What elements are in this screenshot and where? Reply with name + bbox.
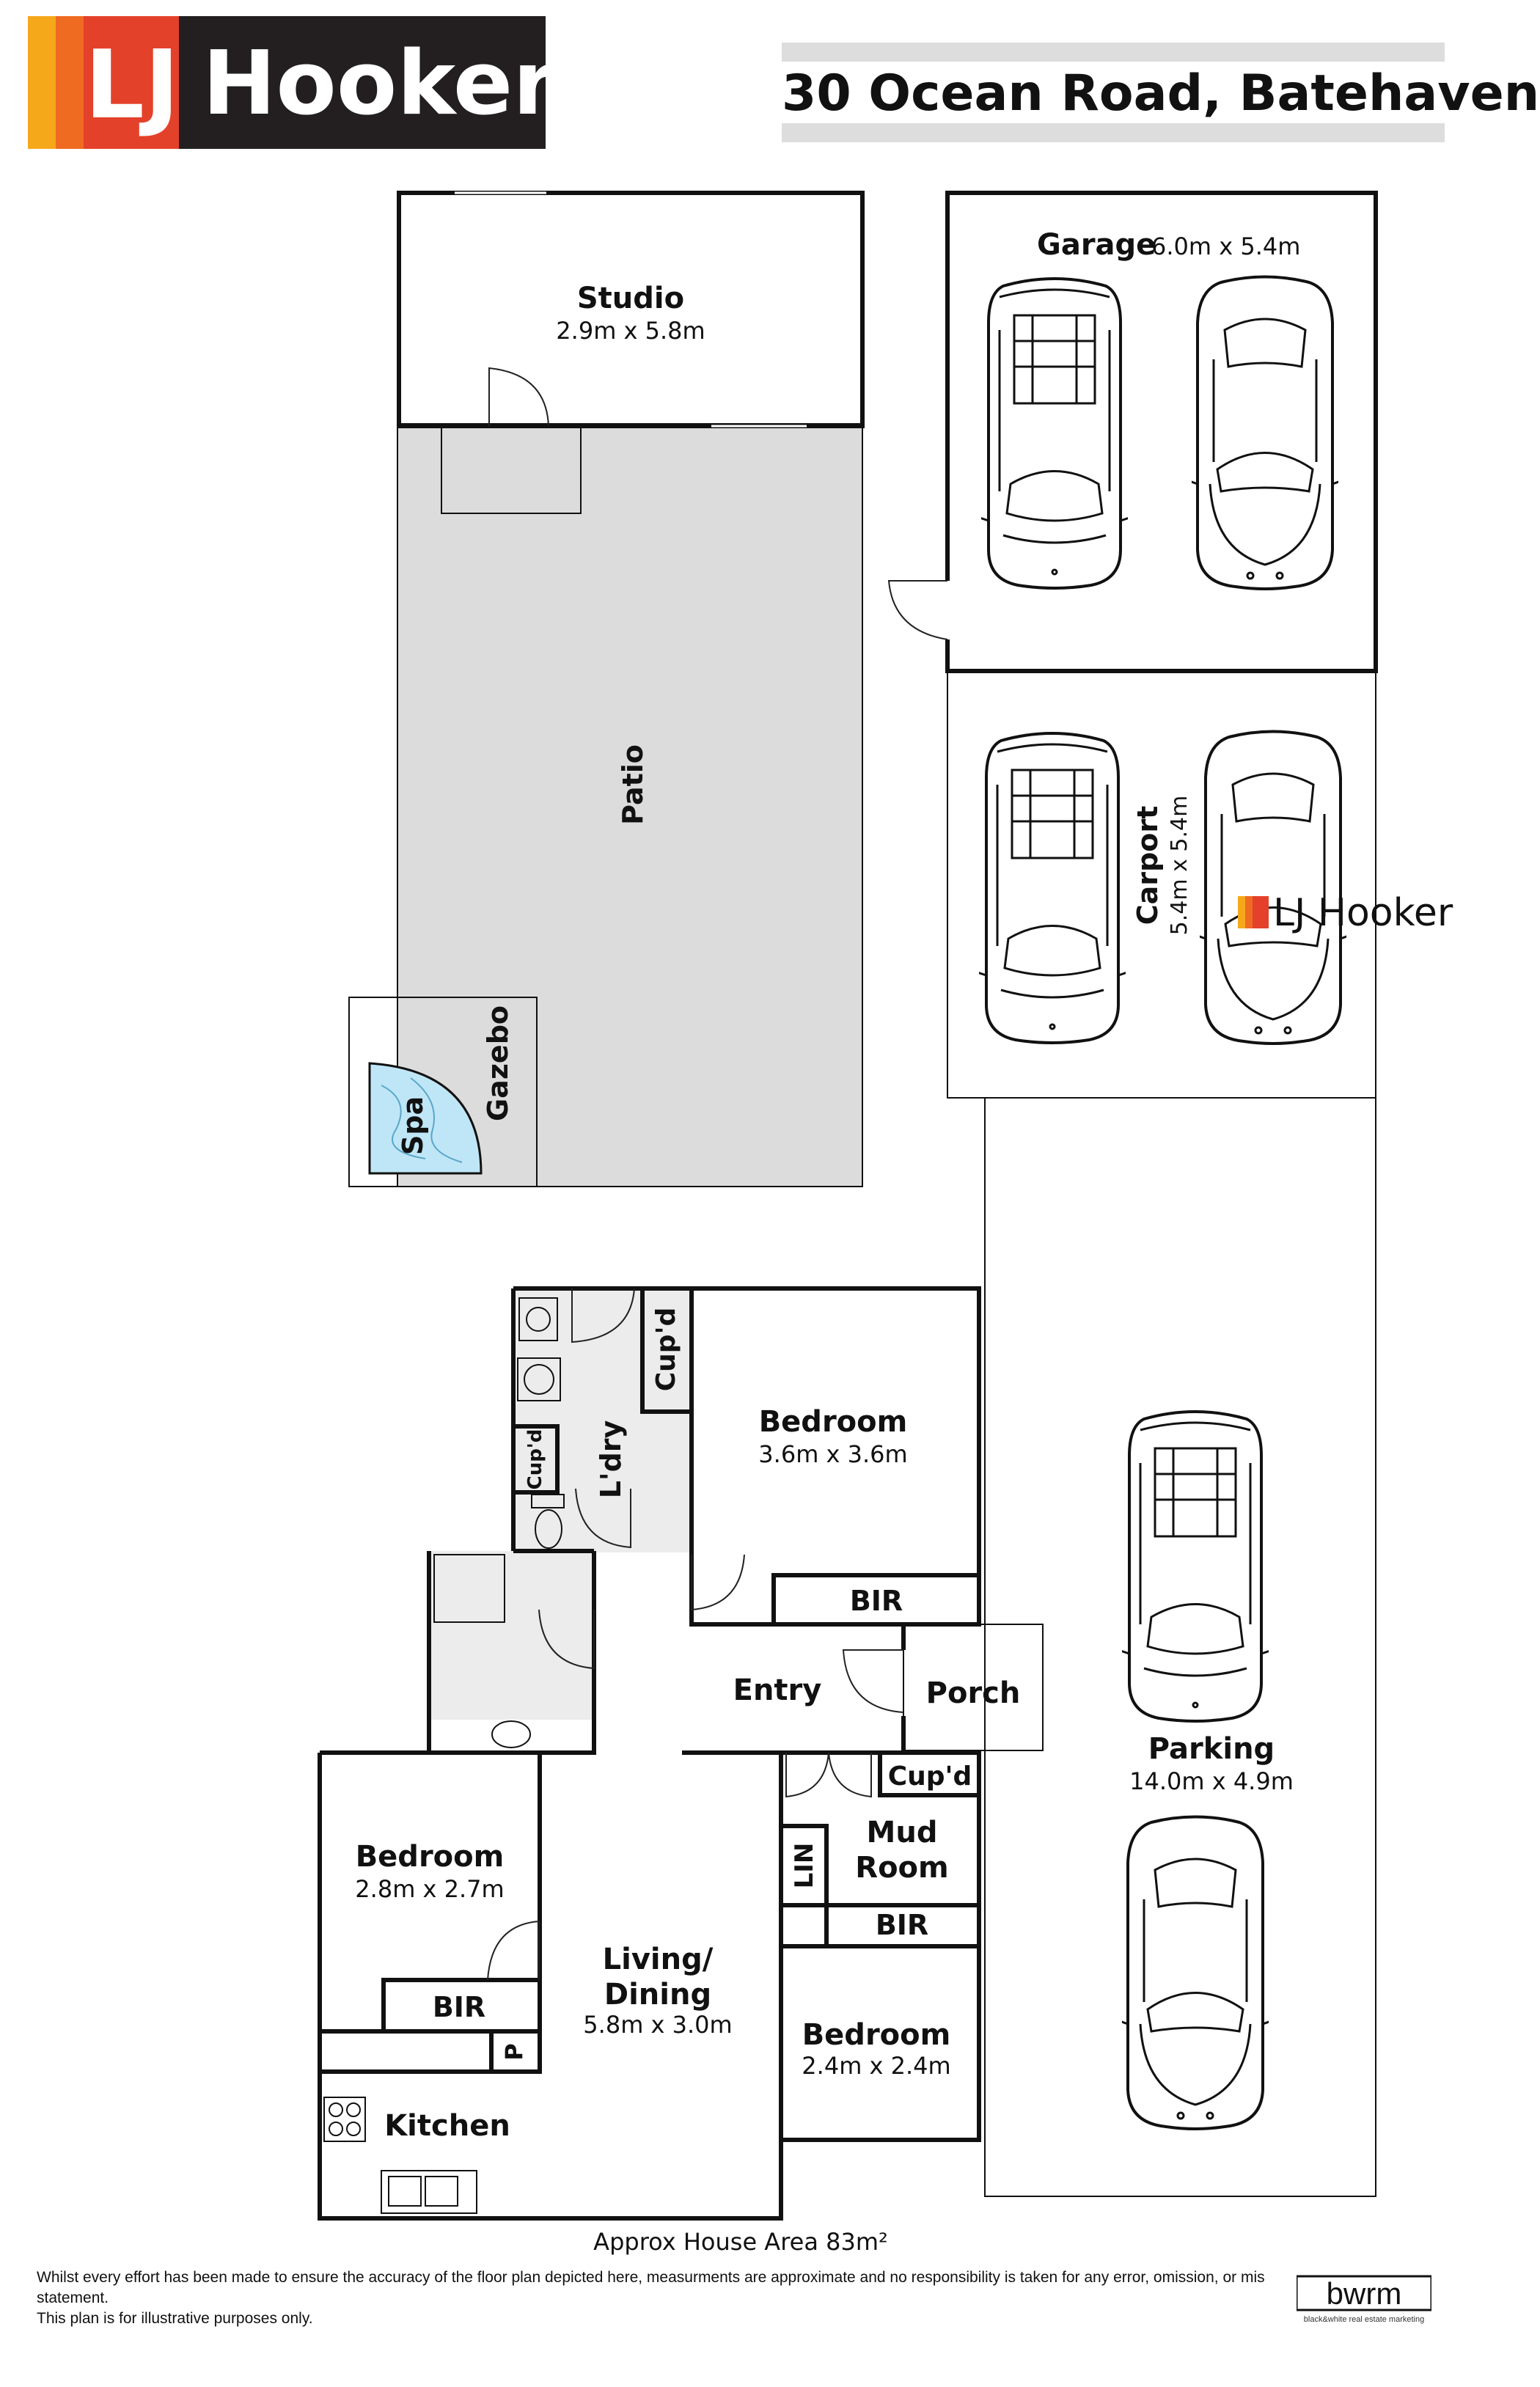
entry-label: Entry bbox=[733, 1673, 822, 1707]
spa-label: Spa bbox=[397, 1096, 429, 1155]
bwrm-logo[interactable]: bwrm black&white real estate marketing bbox=[1295, 2273, 1433, 2325]
bedroom1-label: Bedroom bbox=[759, 1405, 908, 1439]
carport-size: 5.4m x 5.4m bbox=[1167, 796, 1192, 936]
cupd-mud-label: Cup'd bbox=[888, 1761, 972, 1792]
pantry-label: P bbox=[500, 2043, 528, 2060]
patio-label: Patio bbox=[617, 744, 649, 825]
cupd-laundry-label: Cup'd bbox=[651, 1308, 681, 1392]
cupd-small-label: Cup'd bbox=[524, 1429, 546, 1490]
gazebo-label: Gazebo bbox=[482, 1005, 514, 1121]
parking-area bbox=[984, 1097, 1376, 2197]
house-area-text: Approx House Area 83m² bbox=[593, 2228, 888, 2256]
watermark-text: LJ Hooker bbox=[1273, 891, 1453, 935]
bedroom3-size: 2.4m x 2.4m bbox=[802, 2052, 950, 2080]
bir1-label: BIR bbox=[850, 1585, 903, 1617]
garage-size: 6.0m x 5.4m bbox=[1151, 232, 1300, 260]
parking-car-bottom bbox=[1122, 1815, 1269, 2130]
bwrm-logo-text: bwrm bbox=[1327, 2276, 1402, 2311]
kitchen-label: Kitchen bbox=[384, 2109, 510, 2143]
bedroom2-size: 2.8m x 2.7m bbox=[355, 1875, 504, 1903]
living-label-2: Dining bbox=[604, 1978, 711, 2012]
watermark-logo: LJ Hooker bbox=[1238, 891, 1453, 935]
bedroom1-size: 3.6m x 3.6m bbox=[758, 1440, 907, 1468]
studio-room bbox=[397, 191, 865, 428]
bir2-label: BIR bbox=[433, 1991, 485, 2023]
studio-label: Studio bbox=[577, 282, 684, 315]
address-title: 30 Ocean Road, Batehaven bbox=[782, 65, 1539, 122]
parking-label: Parking bbox=[1148, 1732, 1275, 1766]
bedroom3-label: Bedroom bbox=[802, 2018, 951, 2052]
lin-label: LIN bbox=[790, 1843, 819, 1889]
carport-label: Carport bbox=[1132, 806, 1164, 925]
living-label: Living/ bbox=[603, 1943, 714, 1976]
bwrm-tagline: black&white real estate marketing bbox=[1304, 2315, 1424, 2324]
mud-room-label: Mud bbox=[867, 1816, 938, 1849]
patio-area bbox=[348, 423, 863, 1187]
logo-lj-text: LJ bbox=[84, 31, 179, 140]
studio-size: 2.9m x 5.8m bbox=[556, 317, 705, 345]
garage-car-right bbox=[1192, 275, 1338, 590]
garage-room bbox=[887, 191, 1378, 673]
porch-label: Porch bbox=[926, 1676, 1021, 1710]
garage-car-left bbox=[981, 277, 1128, 590]
carport-car-left bbox=[979, 732, 1126, 1044]
parking-car-top bbox=[1122, 1410, 1269, 1723]
bedroom2-label: Bedroom bbox=[356, 1840, 505, 1874]
parking-size: 14.0m x 4.9m bbox=[1129, 1767, 1294, 1795]
disclaimer-line-2: This plan is for illustrative purposes o… bbox=[37, 2310, 313, 2327]
living-size: 5.8m x 3.0m bbox=[583, 2011, 732, 2039]
house-fixtures bbox=[323, 1297, 565, 2214]
lj-hooker-logo[interactable]: LJ Hooker bbox=[28, 16, 556, 149]
address-block: 30 Ocean Road, Batehaven bbox=[782, 43, 1539, 142]
garage-label: Garage bbox=[1037, 228, 1156, 262]
carport-car-right bbox=[1200, 730, 1346, 1045]
house-doors bbox=[487, 1288, 904, 1981]
logo-hooker-text: Hooker bbox=[202, 33, 556, 135]
laundry-label: L'dry bbox=[595, 1420, 627, 1498]
disclaimer-line-1: Whilst every effort has been made to ens… bbox=[37, 2269, 1265, 2306]
mud-room-label-2: Room bbox=[855, 1851, 948, 1885]
disclaimer: Whilst every effort has been made to ens… bbox=[37, 2267, 1298, 2329]
bir-mud-label: BIR bbox=[876, 1909, 928, 1941]
house-walls bbox=[318, 1286, 981, 2221]
